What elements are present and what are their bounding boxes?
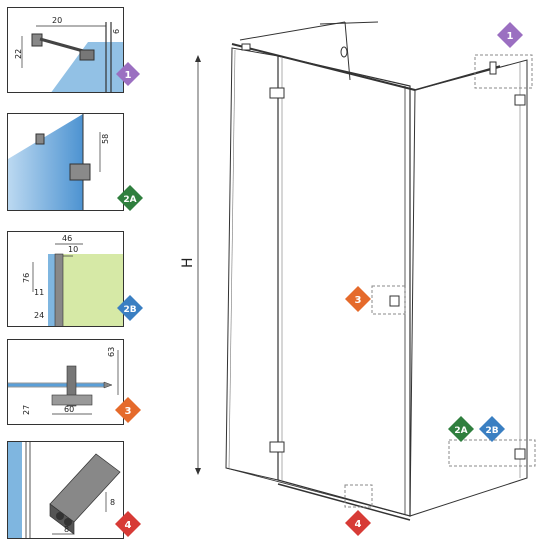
badge-1-main-label: 1 <box>507 31 514 42</box>
dim-10: 10 <box>68 245 78 254</box>
dim-58: 58 <box>101 134 110 144</box>
detail-panel-3: 63 27 60 <box>7 339 124 425</box>
badge-3-panel: 3 <box>115 397 141 423</box>
hinge-upper <box>269 87 285 99</box>
dim-11: 11 <box>34 288 44 297</box>
badge-2b-panel-label: 2B <box>123 305 136 315</box>
detail-4-drawing: 8 8 <box>8 442 121 538</box>
dim-27: 27 <box>22 405 31 415</box>
glass-pane <box>8 442 22 538</box>
callout-box-3 <box>371 285 406 315</box>
hinge-lower <box>269 441 285 453</box>
badge-4-main-label: 4 <box>355 519 362 530</box>
callout-box-4 <box>344 484 373 508</box>
dim-60: 60 <box>64 405 74 414</box>
dim-46: 46 <box>62 234 72 243</box>
badge-4-panel: 4 <box>115 511 141 537</box>
door-handle <box>389 295 400 307</box>
wall-profile <box>54 253 64 326</box>
dim-24: 24 <box>34 311 44 320</box>
handle-base <box>51 394 93 406</box>
dim-63: 63 <box>107 347 116 357</box>
badge-2a-main-label: 2A <box>454 426 467 436</box>
badge-2b-panel: 2B <box>117 295 143 321</box>
detail-panel-4: 8 8 <box>7 441 124 539</box>
badge-4-main: 4 <box>345 510 371 536</box>
detail-panel-1: 20 22 6 <box>7 7 124 93</box>
detail-2b-drawing: 46 10 76 11 24 <box>22 234 123 326</box>
dim-6: 6 <box>112 29 121 34</box>
dim-20: 20 <box>52 16 62 25</box>
badge-1-panel: 1 <box>116 62 140 86</box>
detail-panel-2B: 46 10 76 11 24 <box>7 231 124 327</box>
dim-22: 22 <box>14 49 23 59</box>
handle-post <box>66 365 77 407</box>
glass-pane <box>8 114 83 210</box>
badge-3-panel-label: 3 <box>125 406 132 417</box>
badge-4-panel-label: 4 <box>125 520 132 531</box>
badge-2a-panel: 2A <box>117 185 143 211</box>
badge-2b-main-label: 2B <box>485 426 498 436</box>
dim-76: 76 <box>22 273 31 283</box>
height-label: H <box>180 257 196 268</box>
dim-8-right: 8 <box>110 498 115 507</box>
badge-2b-main: 2B <box>479 416 505 442</box>
wall-clip-lower <box>514 448 526 460</box>
badge-1-panel-label: 1 <box>125 70 132 81</box>
badge-2a-main: 2A <box>448 416 474 442</box>
hinge-plate <box>69 163 91 181</box>
badge-1-main: 1 <box>497 22 523 48</box>
door-panel <box>277 55 411 517</box>
wall-surface <box>63 254 123 326</box>
detail-2a-drawing: 58 <box>8 114 110 210</box>
detail-panel-2A: 58 <box>7 113 124 211</box>
glass-pane <box>51 42 123 92</box>
detail-3-drawing: 63 27 60 <box>8 347 119 415</box>
wall-clip-upper <box>514 94 526 106</box>
badge-3-main-label: 3 <box>355 295 362 306</box>
dim-8-bottom: 8 <box>64 525 69 534</box>
detail-1-drawing: 20 22 6 <box>14 16 123 92</box>
side-panel <box>409 59 528 517</box>
top-rail <box>231 43 416 91</box>
badge-3-main: 3 <box>345 286 371 312</box>
glass-edge <box>48 254 55 326</box>
hinge-top <box>35 133 45 145</box>
badge-2a-panel-label: 2A <box>123 195 136 205</box>
